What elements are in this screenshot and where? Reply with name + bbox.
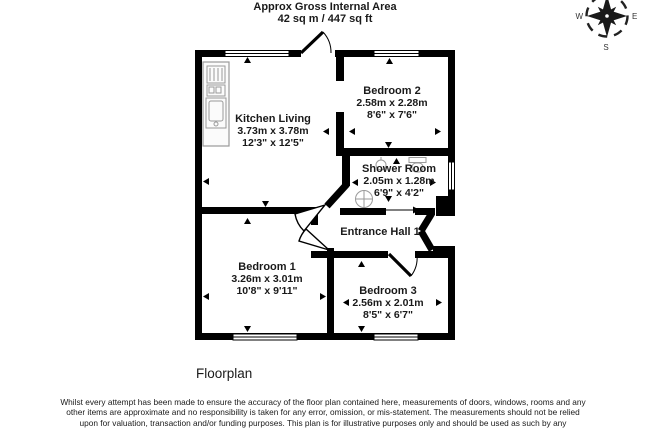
shower-head-icon [375,157,387,171]
title-line2: 42 sq m / 447 sq ft [277,13,373,25]
shower-sliding-door [385,206,420,214]
window-kitchen [224,50,290,57]
window-bedroom1 [232,333,298,341]
room-label-entrance-hall: Entrance Hall 1 [340,226,419,238]
floorplan-caption: Floorplan [196,366,253,381]
disclaimer-text: Whilst every attempt has been made to en… [60,397,586,428]
compass-south-label: S [603,43,608,52]
room-imperial: 12'3" x 12'5" [242,137,304,149]
room-metric: 3.26m x 3.01m [231,273,303,285]
room-label-bedroom-1: Bedroom 1 3.26m x 3.01m 10'8" x 9'11" [231,261,302,297]
room-imperial: 10'8" x 9'11" [236,285,298,297]
kitchen-counter [202,61,230,147]
room-metric: 2.56m x 2.01m [352,297,424,309]
room-metric: 3.73m x 3.78m [237,125,309,137]
window-bedroom3 [373,333,419,341]
room-imperial: 8'6" x 7'6" [367,109,417,121]
room-name: Bedroom 1 [238,261,296,273]
bedroom1-door [298,228,330,251]
compass-east-label: E [632,12,637,21]
room-imperial: 8'5" x 6'7" [363,309,413,321]
toilet-icon [408,157,427,173]
measurement-arrows [203,57,442,332]
room-name: Shower Room [362,163,436,175]
room-name: Bedroom 3 [359,285,417,297]
title-line1: Approx Gross Internal Area [253,1,397,13]
window-bedroom2 [373,50,420,57]
compass-icon: W E S [575,0,637,52]
room-name: Kitchen Living [235,113,311,125]
page-title: Approx Gross Internal Area 42 sq m / 447… [165,1,485,25]
room-name: Entrance Hall 1 [340,226,420,238]
bedroom3-door [387,252,418,278]
window-shower [448,161,455,191]
compass-west-label: W [575,12,583,21]
room-label-shower-room: Shower Room 2.05m x 1.28m 6'9" x 4'2" [362,163,436,199]
room-label-bedroom-2: Bedroom 2 2.58m x 2.28m 8'6" x 7'6" [356,85,427,121]
room-metric: 2.58m x 2.28m [356,97,428,109]
front-door [299,30,332,55]
shower-tray-icon [355,190,373,208]
room-name: Bedroom 2 [363,85,421,97]
room-label-kitchen-living: Kitchen Living 3.73m x 3.78m 12'3" x 12'… [235,113,311,149]
room-imperial: 6'9" x 4'2" [374,187,424,199]
room-label-bedroom-3: Bedroom 3 2.56m x 2.01m 8'5" x 6'7" [352,285,423,321]
room-metric: 2.05m x 1.28m [363,175,435,187]
walls [195,50,455,340]
